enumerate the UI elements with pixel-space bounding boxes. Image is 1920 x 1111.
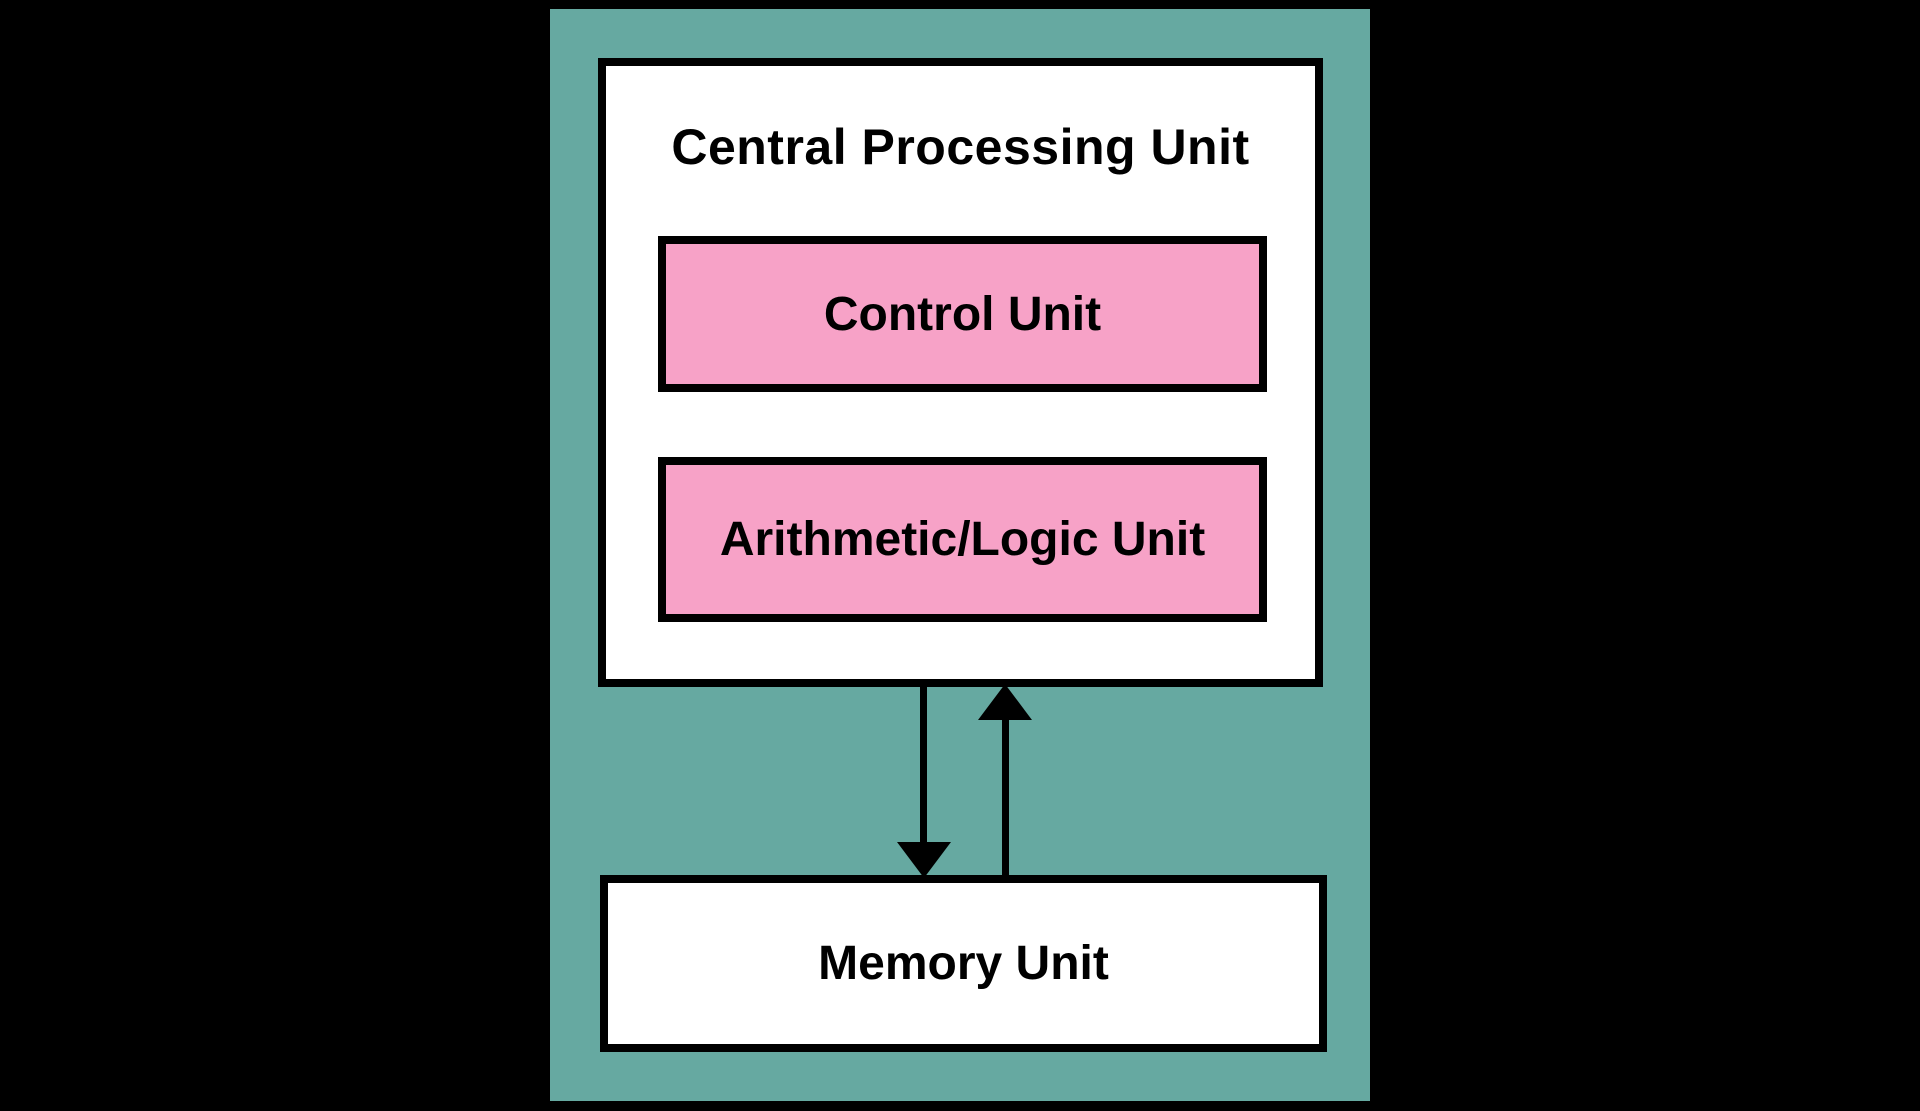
memory-unit-box: Memory Unit (600, 875, 1327, 1052)
cpu-to-memory-arrowhead-icon (897, 842, 951, 878)
control-unit-label: Control Unit (823, 287, 1102, 341)
memory-unit-label: Memory Unit (818, 937, 1109, 990)
memory-to-cpu-arrowhead-icon (978, 684, 1032, 720)
arithmetic-logic-unit-box: Arithmetic/Logic Unit (658, 457, 1267, 622)
arithmetic-logic-unit-label: Arithmetic/Logic Unit (719, 513, 1206, 566)
control-unit-box: Control Unit (658, 236, 1267, 392)
memory-to-cpu-arrow-line (1002, 720, 1009, 875)
cpu-to-memory-arrow-line (920, 687, 927, 842)
cpu-title: Central Processing Unit (671, 119, 1250, 175)
